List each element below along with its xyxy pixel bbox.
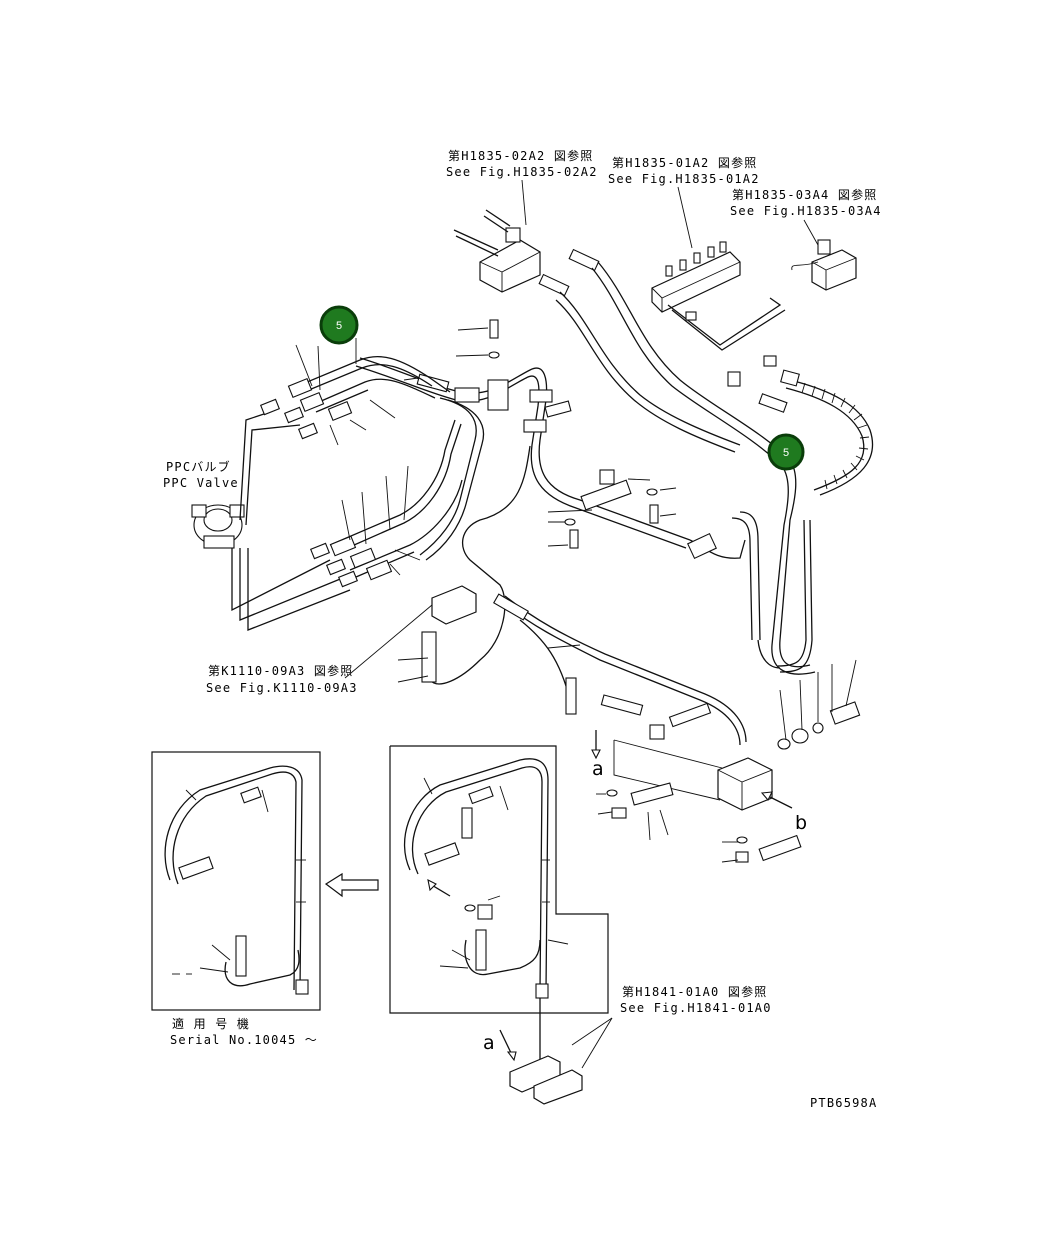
reference-en-label: See Fig.K1110-09A3: [206, 681, 358, 695]
reference-en-label: See Fig.H1835-03A4: [730, 204, 882, 218]
detail-box-old: [151, 751, 321, 1011]
reference-en-label: See Fig.H1835-02A2: [446, 165, 598, 179]
solenoid-valve: [791, 239, 857, 291]
detail-box-new: [389, 745, 609, 1014]
spiral-guard-hose: [727, 355, 874, 496]
side-valve-fitting: [397, 585, 581, 715]
callout-number: 5: [336, 320, 342, 332]
reference-h1841-01a0: 第H1841-01A0 図参照 See Fig.H1841-01A0: [620, 984, 772, 1015]
reference-jp-label: 第H1835-01A2 図参照: [612, 155, 757, 170]
main-hose-bundle: [555, 261, 816, 675]
detail-letter-b: b: [795, 812, 807, 834]
ppc-valve-jp-label: PPCバルブ: [166, 459, 231, 474]
reference-leaders: [344, 179, 819, 1069]
serial-jp-label: 適 用 号 機: [172, 1016, 250, 1031]
callout-badge: 5: [767, 433, 805, 471]
bottom-fittings: [499, 998, 583, 1105]
reference-jp-label: 第H1841-01A0 図参照: [622, 984, 767, 999]
callout-number: 5: [783, 447, 789, 459]
callout-badge: 5: [319, 305, 359, 345]
reference-h1835-02a2: 第H1835-02A2 図参照 See Fig.H1835-02A2: [446, 148, 598, 179]
lower-left-hoses: [309, 419, 463, 588]
reference-k1110-09a3: 第K1110-09A3 図参照 See Fig.K1110-09A3: [206, 663, 358, 695]
detail-letter-a: a: [592, 758, 604, 780]
drawing-code: PTB6598A: [810, 1096, 877, 1110]
bolts-and-washers: [455, 319, 677, 549]
reference-jp-label: 第H1835-03A4 図参照: [732, 187, 877, 202]
right-fittings: [591, 659, 861, 863]
reference-jp-label: 第K1110-09A3 図参照: [208, 663, 353, 678]
detail-letter-a: a: [483, 1032, 495, 1054]
upper-bracket-valve: [453, 209, 600, 297]
control-valve-block: [651, 241, 786, 351]
central-hoses: [355, 357, 747, 746]
ppc-valve-tubes: [231, 411, 351, 631]
upper-left-hoses: [259, 338, 451, 446]
serial-en-label: Serial No.10045 ～: [170, 1033, 318, 1047]
reference-h1835-01a2: 第H1835-01A2 図参照 See Fig.H1835-01A2: [608, 155, 760, 186]
left-arrow-icon: [324, 872, 379, 898]
reference-jp-label: 第H1835-02A2 図参照: [448, 148, 593, 163]
ppc-valve: [191, 504, 245, 549]
reference-en-label: See Fig.H1841-01A0: [620, 1001, 772, 1015]
ppc-valve-en-label: PPC Valve: [163, 476, 239, 490]
reference-h1835-03a4: 第H1835-03A4 図参照 See Fig.H1835-03A4: [730, 187, 882, 218]
reference-en-label: See Fig.H1835-01A2: [608, 172, 760, 186]
